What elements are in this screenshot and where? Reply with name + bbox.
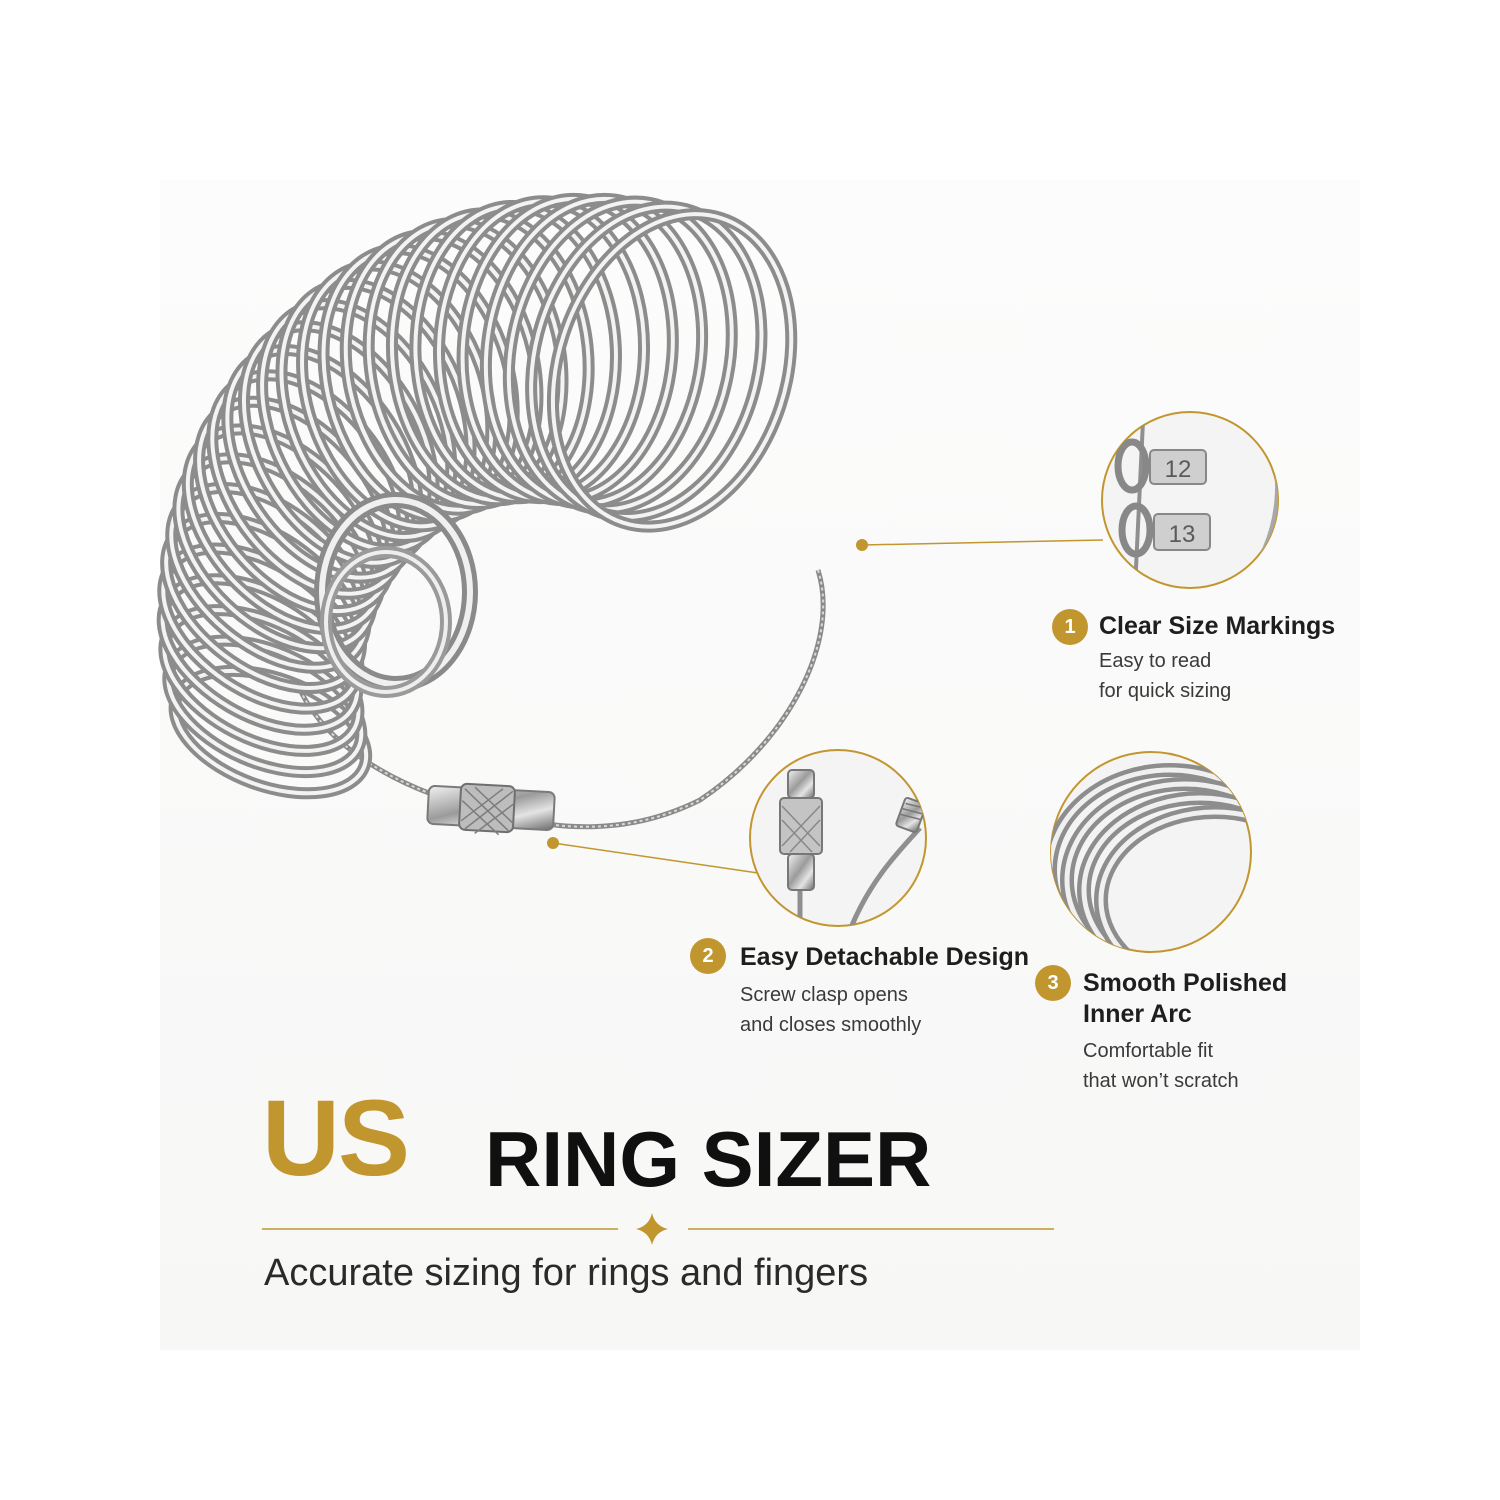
feature-title-1: Clear Size Markings: [1099, 612, 1336, 640]
callout-lines: [552, 539, 1104, 874]
ring-arc-closeup: [1050, 751, 1252, 953]
feature-title-3: Smooth Polished: [1083, 969, 1288, 997]
size-tag-closeup: 12 13: [1101, 411, 1279, 589]
feature-desc-2: Screw clasp opens and closes smoothly: [740, 984, 922, 1036]
feature-desc-1: Easy to read for quick sizing: [1099, 650, 1232, 702]
feature-number-3: 3: [1035, 965, 1071, 1001]
feature-title-2: Easy Detachable Design: [740, 943, 1030, 971]
sizer-ring: [550, 212, 794, 529]
feature-desc-3: Comfortable fit that won’t scratch: [1083, 1040, 1239, 1092]
tag-label-12: 12: [1165, 456, 1192, 483]
tag-label-13: 13: [1169, 521, 1196, 548]
headline-accent: US: [262, 1077, 410, 1198]
loose-ring: [314, 492, 478, 698]
feature-number-1: 1: [1052, 609, 1088, 645]
feature-number-2: 2: [690, 938, 726, 974]
tagline: Accurate sizing for rings and fingers: [264, 1252, 869, 1294]
callout-dot-1: [856, 539, 868, 551]
sparkle-icon: [636, 1213, 668, 1245]
ring-stack: [156, 192, 798, 800]
headline-divider: [262, 1213, 1054, 1245]
screw-clasp-closeup: [749, 749, 927, 927]
headline-title: RING SIZER: [485, 1115, 932, 1203]
feature-title-3b: Inner Arc: [1083, 1000, 1192, 1028]
screw-clasp: [426, 782, 556, 836]
callout-dot-2: [547, 837, 559, 849]
